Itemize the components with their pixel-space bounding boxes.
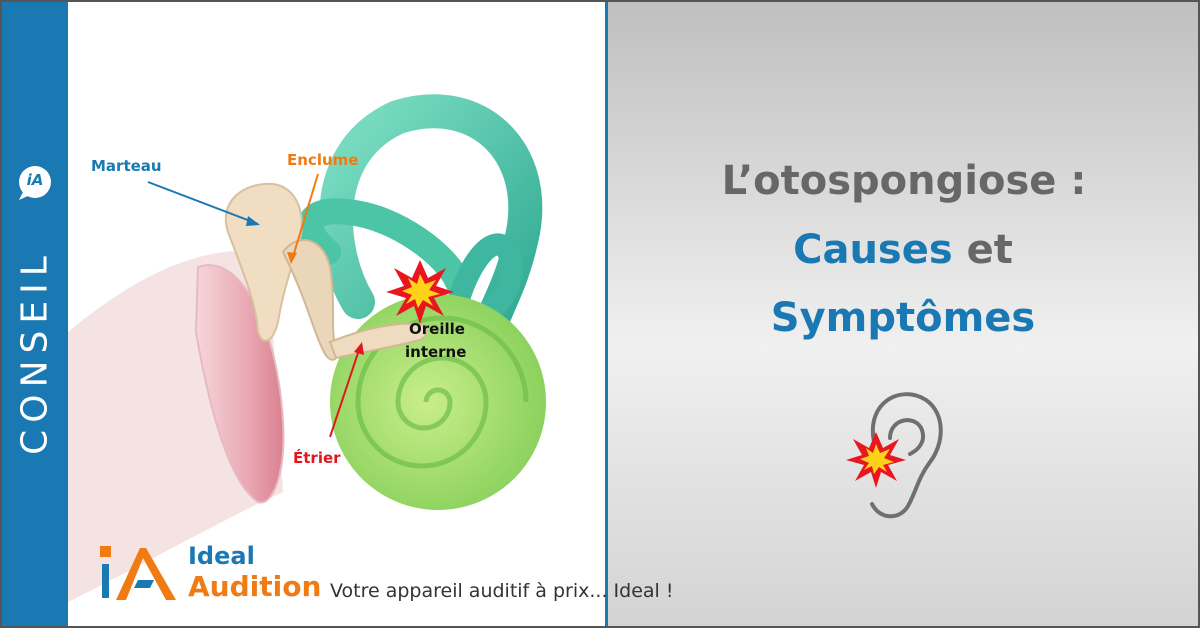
headline-panel: L’otospongiose : Causes et Symptômes (608, 2, 1198, 626)
oreille-interne-label-line1: Oreille (409, 320, 465, 338)
etrier-bone (328, 322, 428, 360)
ear-anatomy-illustration (68, 94, 546, 602)
explosion-icon (386, 260, 454, 324)
headline-line2: Causes et (608, 227, 1198, 273)
semicircular-canal-shape-3 (447, 233, 523, 323)
etrier-label: Étrier (293, 449, 341, 467)
enclume-arrow-head (287, 252, 297, 264)
sidebar: iA CONSEIL (2, 2, 68, 626)
marteau-arrow-head (246, 216, 260, 226)
brand-word-audition: Audition (188, 570, 322, 603)
marteau-label: Marteau (91, 157, 162, 175)
etrier-arrow-head (354, 342, 364, 355)
oreille-interne-label-line2: interne (405, 343, 467, 361)
marteau-arrow (147, 181, 259, 225)
enclume-arrow (291, 173, 319, 261)
ideal-audition-logo-icon (100, 546, 176, 600)
sidebar-badge: iA (26, 171, 44, 189)
headline-line1: L’otospongiose : (721, 158, 1087, 204)
brand-word-ideal: Ideal (188, 542, 255, 570)
headline-et: et (952, 227, 1013, 273)
panel-divider (605, 2, 608, 626)
semicircular-canal-shape-2 (297, 198, 471, 295)
speech-bubble-icon (19, 166, 51, 200)
headline-line3: Symptômes (770, 295, 1036, 341)
headline-causes: Causes (793, 227, 953, 273)
sidebar-label: CONSEIL (14, 249, 56, 455)
etrier-arrow (329, 346, 361, 438)
ear-icon (846, 392, 943, 519)
enclume-label: Enclume (287, 151, 359, 169)
explosion-icon (846, 432, 906, 488)
marteau-bone (224, 182, 303, 342)
brand-slogan: Votre appareil auditif à prix... Ideal ! (330, 580, 674, 602)
anatomy-panel: Marteau Enclume Oreille interne Étrier (68, 2, 605, 626)
